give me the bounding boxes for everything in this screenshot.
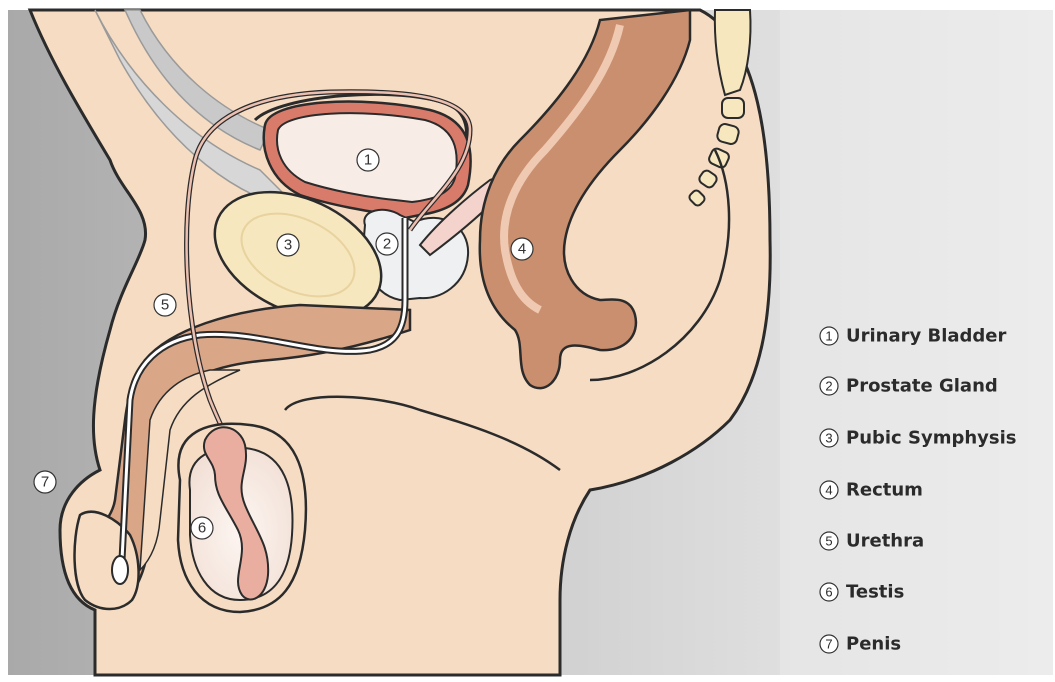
svg-text:Testis: Testis <box>846 582 904 603</box>
callout-7: 7 <box>34 471 56 493</box>
svg-text:3: 3 <box>825 431 832 446</box>
svg-text:3: 3 <box>284 237 292 254</box>
callout-5: 5 <box>154 294 176 316</box>
urethral-meatus <box>112 556 128 584</box>
svg-text:1: 1 <box>825 329 832 344</box>
callout-2: 2 <box>376 233 398 255</box>
svg-text:2: 2 <box>383 236 391 253</box>
svg-text:Urethra: Urethra <box>846 531 924 552</box>
svg-text:6: 6 <box>198 520 206 537</box>
legend-item-urinary-bladder: 1 Urinary Bladder <box>820 326 1007 347</box>
callout-1: 1 <box>357 149 379 171</box>
svg-text:Rectum: Rectum <box>846 480 923 501</box>
svg-text:4: 4 <box>518 241 526 258</box>
svg-text:7: 7 <box>825 637 832 652</box>
svg-text:2: 2 <box>825 379 832 394</box>
vertebra-1 <box>722 98 744 118</box>
svg-text:Prostate Gland: Prostate Gland <box>846 376 998 397</box>
svg-text:1: 1 <box>364 152 372 169</box>
svg-text:5: 5 <box>825 534 832 549</box>
svg-text:4: 4 <box>825 483 832 498</box>
svg-text:5: 5 <box>161 297 169 314</box>
svg-text:6: 6 <box>825 585 832 600</box>
callout-3: 3 <box>277 234 299 256</box>
svg-text:Urinary Bladder: Urinary Bladder <box>846 326 1007 347</box>
callout-6: 6 <box>191 517 213 539</box>
callout-4: 4 <box>511 238 533 260</box>
svg-text:Pubic Symphysis: Pubic Symphysis <box>846 428 1016 449</box>
svg-text:7: 7 <box>41 474 49 491</box>
legend-item-prostate-gland: 2 Prostate Gland <box>820 376 998 397</box>
svg-text:Penis: Penis <box>846 634 901 655</box>
legend-item-pubic-symphysis: 3 Pubic Symphysis <box>820 428 1016 449</box>
legend-item-testis: 6 Testis <box>820 582 904 603</box>
legend-item-penis: 7 Penis <box>820 634 901 655</box>
